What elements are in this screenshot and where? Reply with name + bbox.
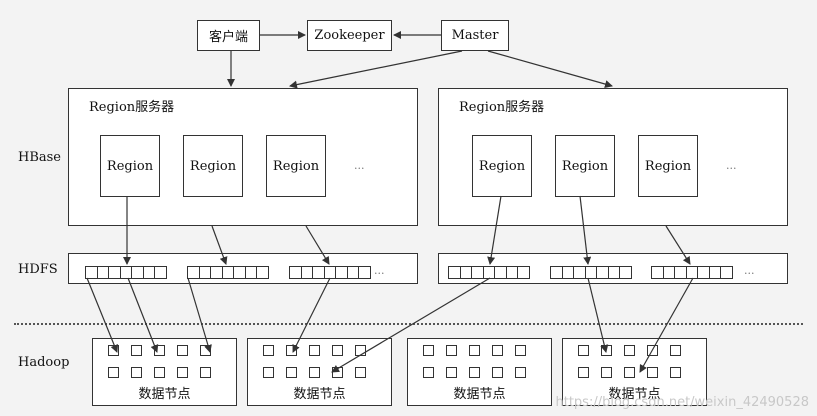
layer-label-hbase: HBase	[18, 150, 62, 165]
region-label: Region	[644, 158, 692, 174]
hdfs-file-blocks	[651, 266, 733, 279]
arrow-hdfs-datanode	[639, 277, 694, 373]
master-label: Master	[451, 28, 499, 43]
arrow-region-hdfs	[487, 195, 502, 265]
region-box: Region	[266, 135, 326, 197]
data-node-label: 数据节点	[138, 387, 191, 402]
region-label: Region	[561, 158, 609, 174]
arrow-hdfs-datanode	[187, 277, 212, 353]
region-server-1: Region服务器 Region Region Region ...	[68, 88, 418, 226]
zookeeper-label: Zookeeper	[314, 28, 385, 43]
region-server-title: Region服务器	[459, 100, 545, 115]
region-box: Region	[638, 135, 698, 197]
more-regions: ...	[354, 159, 365, 172]
arrow-region-hdfs	[579, 195, 592, 265]
region-label: Region	[478, 158, 526, 174]
more-regions: ...	[726, 159, 737, 172]
arrow-region-hdfs	[665, 225, 691, 265]
data-node-label: 数据节点	[293, 387, 346, 402]
arrow-region-hdfs	[305, 225, 330, 265]
region-label: Region	[189, 158, 237, 174]
region-server-2: Region服务器 Region Region Region ...	[438, 88, 788, 226]
client-label: 客户端	[208, 30, 248, 45]
layer-label-hadoop: Hadoop	[18, 355, 70, 370]
arrow-hdfs-datanode	[331, 277, 491, 373]
hdfs-file-blocks	[187, 266, 269, 279]
layer-label-hdfs: HDFS	[18, 262, 58, 277]
data-node: 数据节点	[247, 338, 392, 406]
arrow-hdfs-datanode	[292, 277, 331, 353]
arrow-hdfs-datanode	[127, 277, 159, 353]
region-box: Region	[100, 135, 160, 197]
master-box: Master	[441, 20, 509, 51]
arrow-hdfs-datanode	[86, 277, 119, 353]
data-node-label: 数据节点	[453, 387, 506, 402]
layer-divider	[14, 323, 803, 325]
zookeeper-box: Zookeeper	[307, 20, 392, 51]
more-blocks: ...	[744, 264, 755, 277]
region-box: Region	[555, 135, 615, 197]
region-label: Region	[272, 158, 320, 174]
client-box: 客户端	[197, 20, 260, 51]
arrow-master-server2	[487, 50, 613, 88]
region-server-title: Region服务器	[89, 100, 175, 115]
arrow-region-hdfs	[211, 225, 228, 265]
arrow-master-server1	[289, 50, 463, 89]
data-node: 数据节点	[407, 338, 552, 406]
more-blocks: ...	[374, 264, 385, 277]
watermark: https://blog.csdn.net/weixin_42490528	[555, 395, 809, 410]
region-box: Region	[183, 135, 243, 197]
hdfs-file-blocks	[550, 266, 632, 279]
hdfs-file-blocks	[85, 266, 167, 279]
data-node-label: 数据节点	[608, 387, 661, 402]
arrow-hdfs-datanode	[587, 277, 609, 353]
region-box: Region	[472, 135, 532, 197]
region-label: Region	[106, 158, 154, 174]
